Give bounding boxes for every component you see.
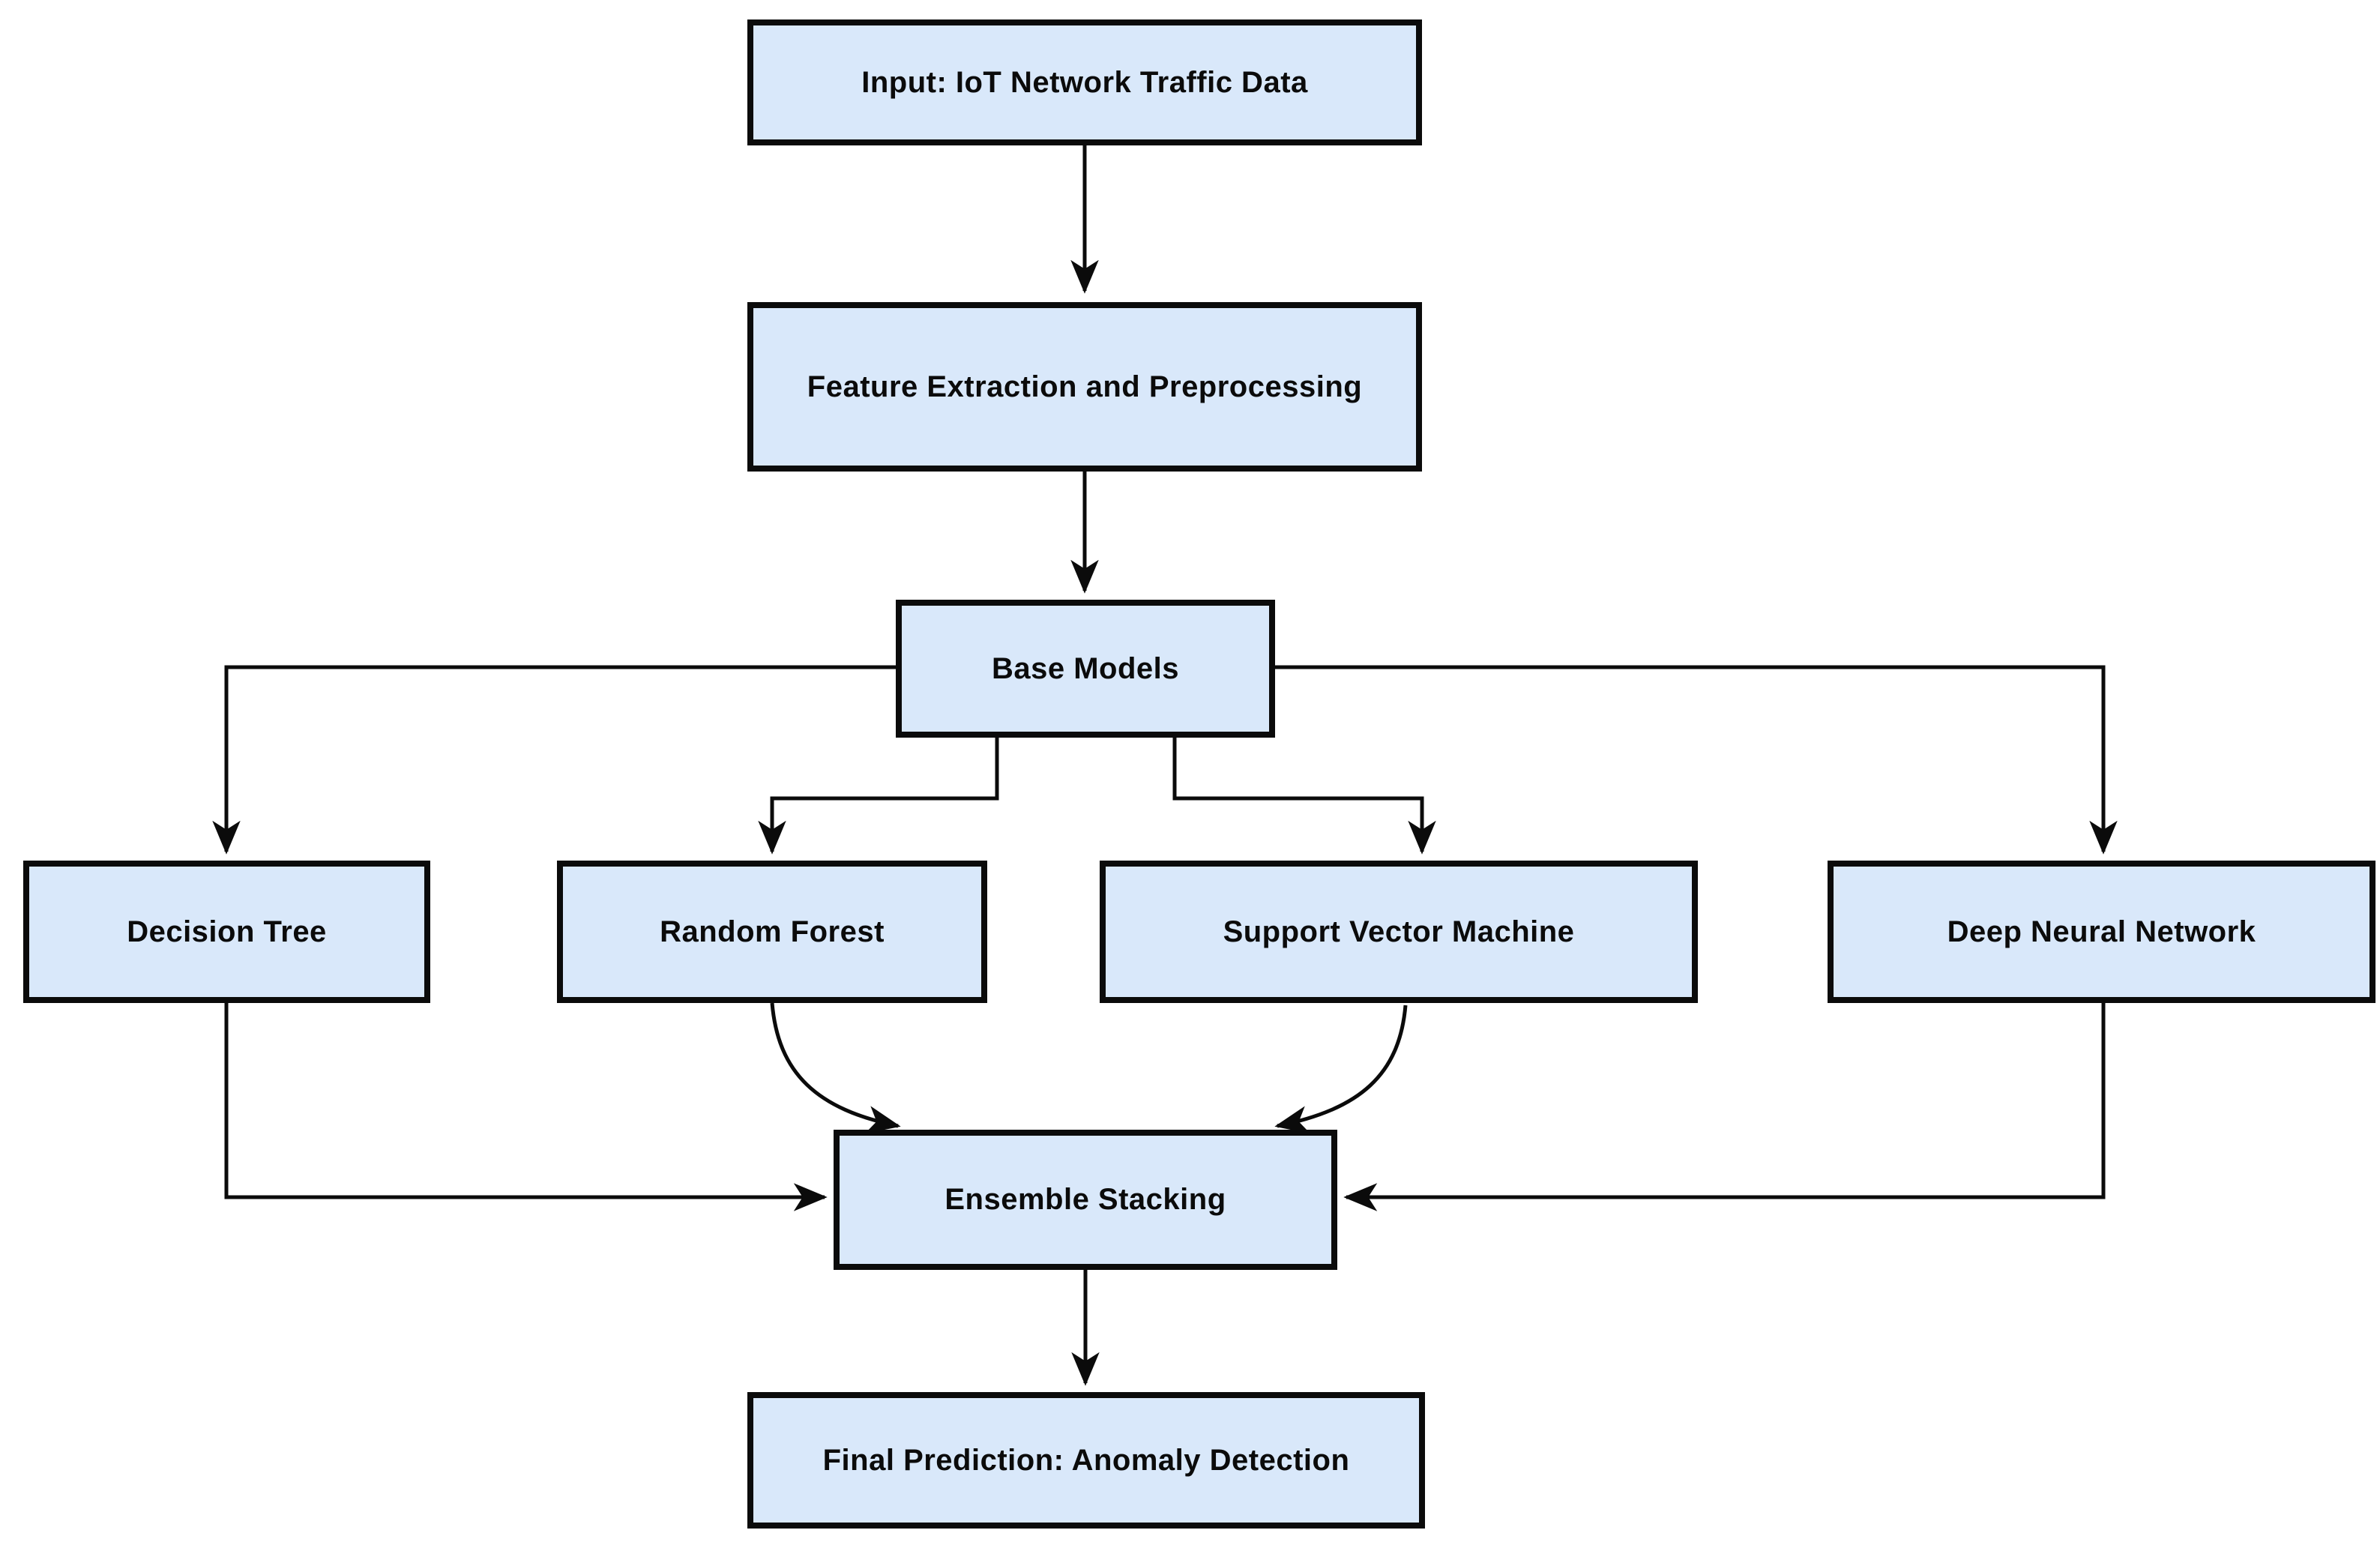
node-decision-tree: Decision Tree (23, 861, 430, 1003)
node-final-prediction-label: Final Prediction: Anomaly Detection (822, 1443, 1350, 1477)
edge-random-forest-ensemble (770, 1002, 901, 1134)
node-deep-neural-network-label: Deep Neural Network (1947, 915, 2256, 948)
edge-decision-tree-ensemble (224, 1003, 828, 1211)
node-final-prediction: Final Prediction: Anomaly Detection (747, 1392, 1425, 1529)
node-input: Input: IoT Network Traffic Data (747, 19, 1422, 145)
node-deep-neural-network: Deep Neural Network (1828, 861, 2376, 1003)
node-feature-extraction-label: Feature Extraction and Preprocessing (807, 370, 1363, 403)
edge-base-decision-tree (212, 665, 896, 855)
node-feature-extraction: Feature Extraction and Preprocessing (747, 302, 1422, 472)
edge-base-random-forest (758, 738, 999, 855)
edge-base-deep-neural-network (1275, 665, 2118, 855)
node-base-models: Base Models (896, 600, 1275, 738)
edge-base-support-vector-machine (1172, 738, 1436, 855)
node-support-vector-machine-label: Support Vector Machine (1223, 915, 1575, 948)
node-decision-tree-label: Decision Tree (127, 915, 327, 948)
edge-deep-neural-network-ensemble (1343, 1003, 2106, 1211)
edge-support-vector-machine-ensemble (1274, 1005, 1408, 1134)
node-base-models-label: Base Models (991, 651, 1180, 685)
node-random-forest-label: Random Forest (660, 915, 885, 948)
node-input-label: Input: IoT Network Traffic Data (861, 65, 1308, 99)
node-support-vector-machine: Support Vector Machine (1100, 861, 1698, 1003)
node-ensemble-stacking: Ensemble Stacking (834, 1130, 1337, 1270)
node-ensemble-stacking-label: Ensemble Stacking (945, 1183, 1226, 1216)
node-random-forest: Random Forest (557, 861, 987, 1003)
